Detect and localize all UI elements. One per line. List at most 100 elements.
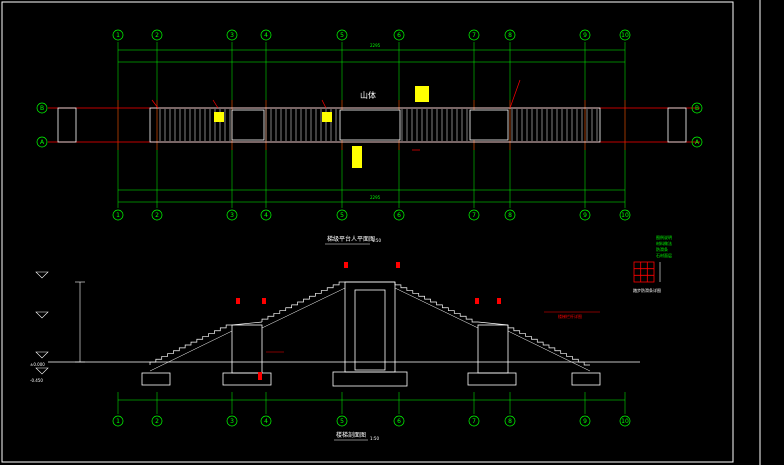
plan-axis-bubble-7-bottom [468,209,480,221]
section-step-soffit [394,287,479,329]
plan-axis-bubble-2-top [151,29,163,41]
legend-grid-swatch [633,261,655,283]
legend-line-4: 石材面层 [656,252,672,258]
legend-block: 图例说明 材料做法 防滑条 石材面层 踏步防滑条详图 [633,234,672,293]
section-axis-bubble-8 [504,415,516,427]
row-axis-bubble-B-right: B [691,102,703,114]
plan-axis-label-5: 5 [340,212,344,219]
section-axis-bubble-6 [393,415,405,427]
plan-axis-bubble-8-top [504,29,516,41]
svg-text:A: A [40,139,45,146]
section-axis-label-8: 8 [508,418,512,425]
section-axis-label-10: 10 [621,418,629,425]
plan-axis-label-3: 3 [230,32,234,39]
section-axis-bubble-10 [619,415,631,427]
plan-stair-treads [159,109,598,141]
row-axis-bubble-B-left: B [36,102,48,114]
plan-axis-bubble-9-bottom [579,209,591,221]
plan-axis-label-7: 7 [472,212,476,219]
plan-axis-bubble-3-top [226,29,238,41]
section-step-run [507,325,590,366]
section-note-detail: 楼梯栏杆详图 [558,313,582,319]
section-stair-profile [149,281,591,372]
section-axis-label-5: 5 [340,418,344,425]
section-caption: 楼梯剖面图 [336,431,366,439]
plan-axis-label-10: 10 [621,32,629,39]
plan-axis-bubble-5-top [336,29,348,41]
row-axis-bubble-A-left: A [36,136,48,148]
plan-axis-label-6: 6 [397,212,401,219]
plan-axis-label-4: 4 [264,32,268,39]
section-step-run [149,324,232,365]
section-axis-label-9: 9 [583,418,587,425]
sheet-frame [1,1,734,463]
plan-axis-bubble-8-bottom [504,209,516,221]
plan-axis-label-8: 8 [508,32,512,39]
section-step-run [394,282,478,323]
section-red-leaders [266,311,600,353]
section-left-level-column [35,271,85,375]
section-step-soffit [507,330,591,372]
plan-axis-bubble-5-bottom [336,209,348,221]
plan-axis-label-4: 4 [264,212,268,219]
plan-landings [231,109,509,141]
plan-axis-label-10: 10 [621,212,629,219]
plan-axis-label-2: 2 [155,32,159,39]
plan-axis-label-1: 1 [116,32,120,39]
plan-axis-bubble-10-top [619,29,631,41]
section-landing-left [231,321,263,326]
plan-dim-top-total: 2295 [370,43,381,48]
plan-stair-outline [57,107,687,143]
plan-red-leaders [151,79,521,151]
legend-swatch-label: 踏步防滑条详图 [633,287,661,293]
section-axis-bubble-2 [151,415,163,427]
plan-dimension-top [118,49,625,63]
section-caption-scale: 1:50 [370,436,379,441]
section-axis-bubble-7 [468,415,480,427]
section-right-pier [467,324,601,386]
legend-line-2: 材料做法 [656,240,672,246]
plan-axis-bubble-4-bottom [260,209,272,221]
plan-axis-bubble-6-bottom [393,209,405,221]
row-axis-bubble-A-right: A [691,136,703,148]
section-step-run [261,281,345,322]
plan-caption: 梯级平台人平面图 [327,235,375,243]
plan-axis-label-1: 1 [116,212,120,219]
plan-axis-bubble-9-top [579,29,591,41]
section-axis-bubble-5 [336,415,348,427]
plan-dim-bottom-total: 2295 [370,195,381,200]
section-axis-label-6: 6 [397,418,401,425]
section-axis-label-2: 2 [155,418,159,425]
plan-axis-label-8: 8 [508,212,512,219]
plan-axis-bubble-10-bottom [619,209,631,221]
section-axis-bubble-9 [579,415,591,427]
plan-axis-bubble-1-bottom [112,209,124,221]
section-level-minus: -0.450 [30,378,43,383]
svg-text:B: B [40,105,44,112]
section-level-zero: ±0.000 [30,362,45,367]
plan-highlight-tags [214,86,429,168]
plan-axis-label-6: 6 [397,32,401,39]
plan-center-label: 山体 [360,90,376,100]
section-axis-label-1: 1 [116,418,120,425]
section-central-pier [332,281,408,387]
plan-dimension-bottom [118,189,625,203]
plan-axis-label-3: 3 [230,212,234,219]
section-axis-label-7: 7 [472,418,476,425]
plan-axis-bubble-4-top [260,29,272,41]
legend-line-1: 图例说明 [656,234,672,240]
plan-axis-bubble-6-top [393,29,405,41]
section-axis-bubble-4 [260,415,272,427]
section-level-markers [236,262,501,380]
plan-axis-bubble-3-bottom [226,209,238,221]
plan-caption-scale: 1:50 [372,238,381,243]
section-left-pier [141,324,272,386]
plan-axis-label-9: 9 [583,32,587,39]
legend-line-3: 防滑条 [656,246,668,252]
plan-axis-bubble-7-top [468,29,480,41]
section-axis-bubble-1 [112,415,124,427]
plan-axis-bubble-1-top [112,29,124,41]
